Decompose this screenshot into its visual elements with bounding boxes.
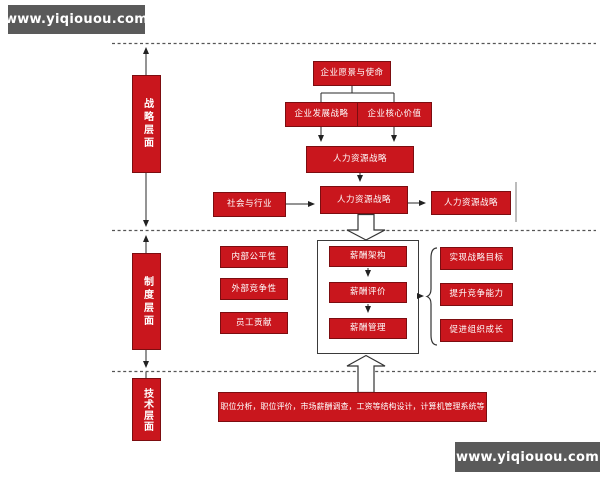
goals-brace	[425, 247, 438, 346]
external-competitiveness-box: 外部竞争性	[220, 278, 288, 300]
development-strategy-box: 企业发展战略	[285, 102, 358, 127]
core-value-box: 企业核心价值	[357, 102, 432, 127]
vision-mission-box: 企业愿景与使命	[313, 61, 391, 86]
block-arrow-down	[346, 213, 386, 241]
level-box-technical: 技术层面	[132, 378, 161, 441]
watermark-top-left: www.yiqiouou.com	[5, 5, 148, 34]
compensation-evaluation-box: 薪酬评价	[329, 282, 407, 303]
level-box-strategy: 战略层面	[132, 75, 161, 173]
employee-contribution-box: 员工贡献	[220, 312, 288, 334]
internal-fairness-box: 内部公平性	[220, 246, 288, 268]
growth-box: 促进组织成长	[440, 319, 513, 342]
hr-strategy-mid-box: 人力资源战略	[320, 186, 408, 214]
block-arrow-up	[346, 354, 386, 394]
hr-strategy-right-box: 人力资源战略	[431, 191, 511, 215]
watermark-bottom-right: www.yiqiouou.com	[455, 442, 600, 472]
competitiveness-box: 提升竞争能力	[440, 283, 513, 306]
compensation-structure-box: 薪酬架构	[329, 246, 407, 267]
society-industry-box: 社会与行业	[213, 192, 286, 217]
compensation-management-box: 薪酬管理	[329, 318, 407, 339]
hr-strategy-box: 人力资源战略	[306, 146, 414, 173]
tools-box: 职位分析，职位评价，市场薪酬调查，工资等结构设计，计算机管理系统等	[218, 392, 487, 422]
vision-branch-lines	[320, 86, 395, 102]
strategic-goal-box: 实现战略目标	[440, 247, 513, 270]
level-box-system: 制度层面	[132, 253, 161, 350]
